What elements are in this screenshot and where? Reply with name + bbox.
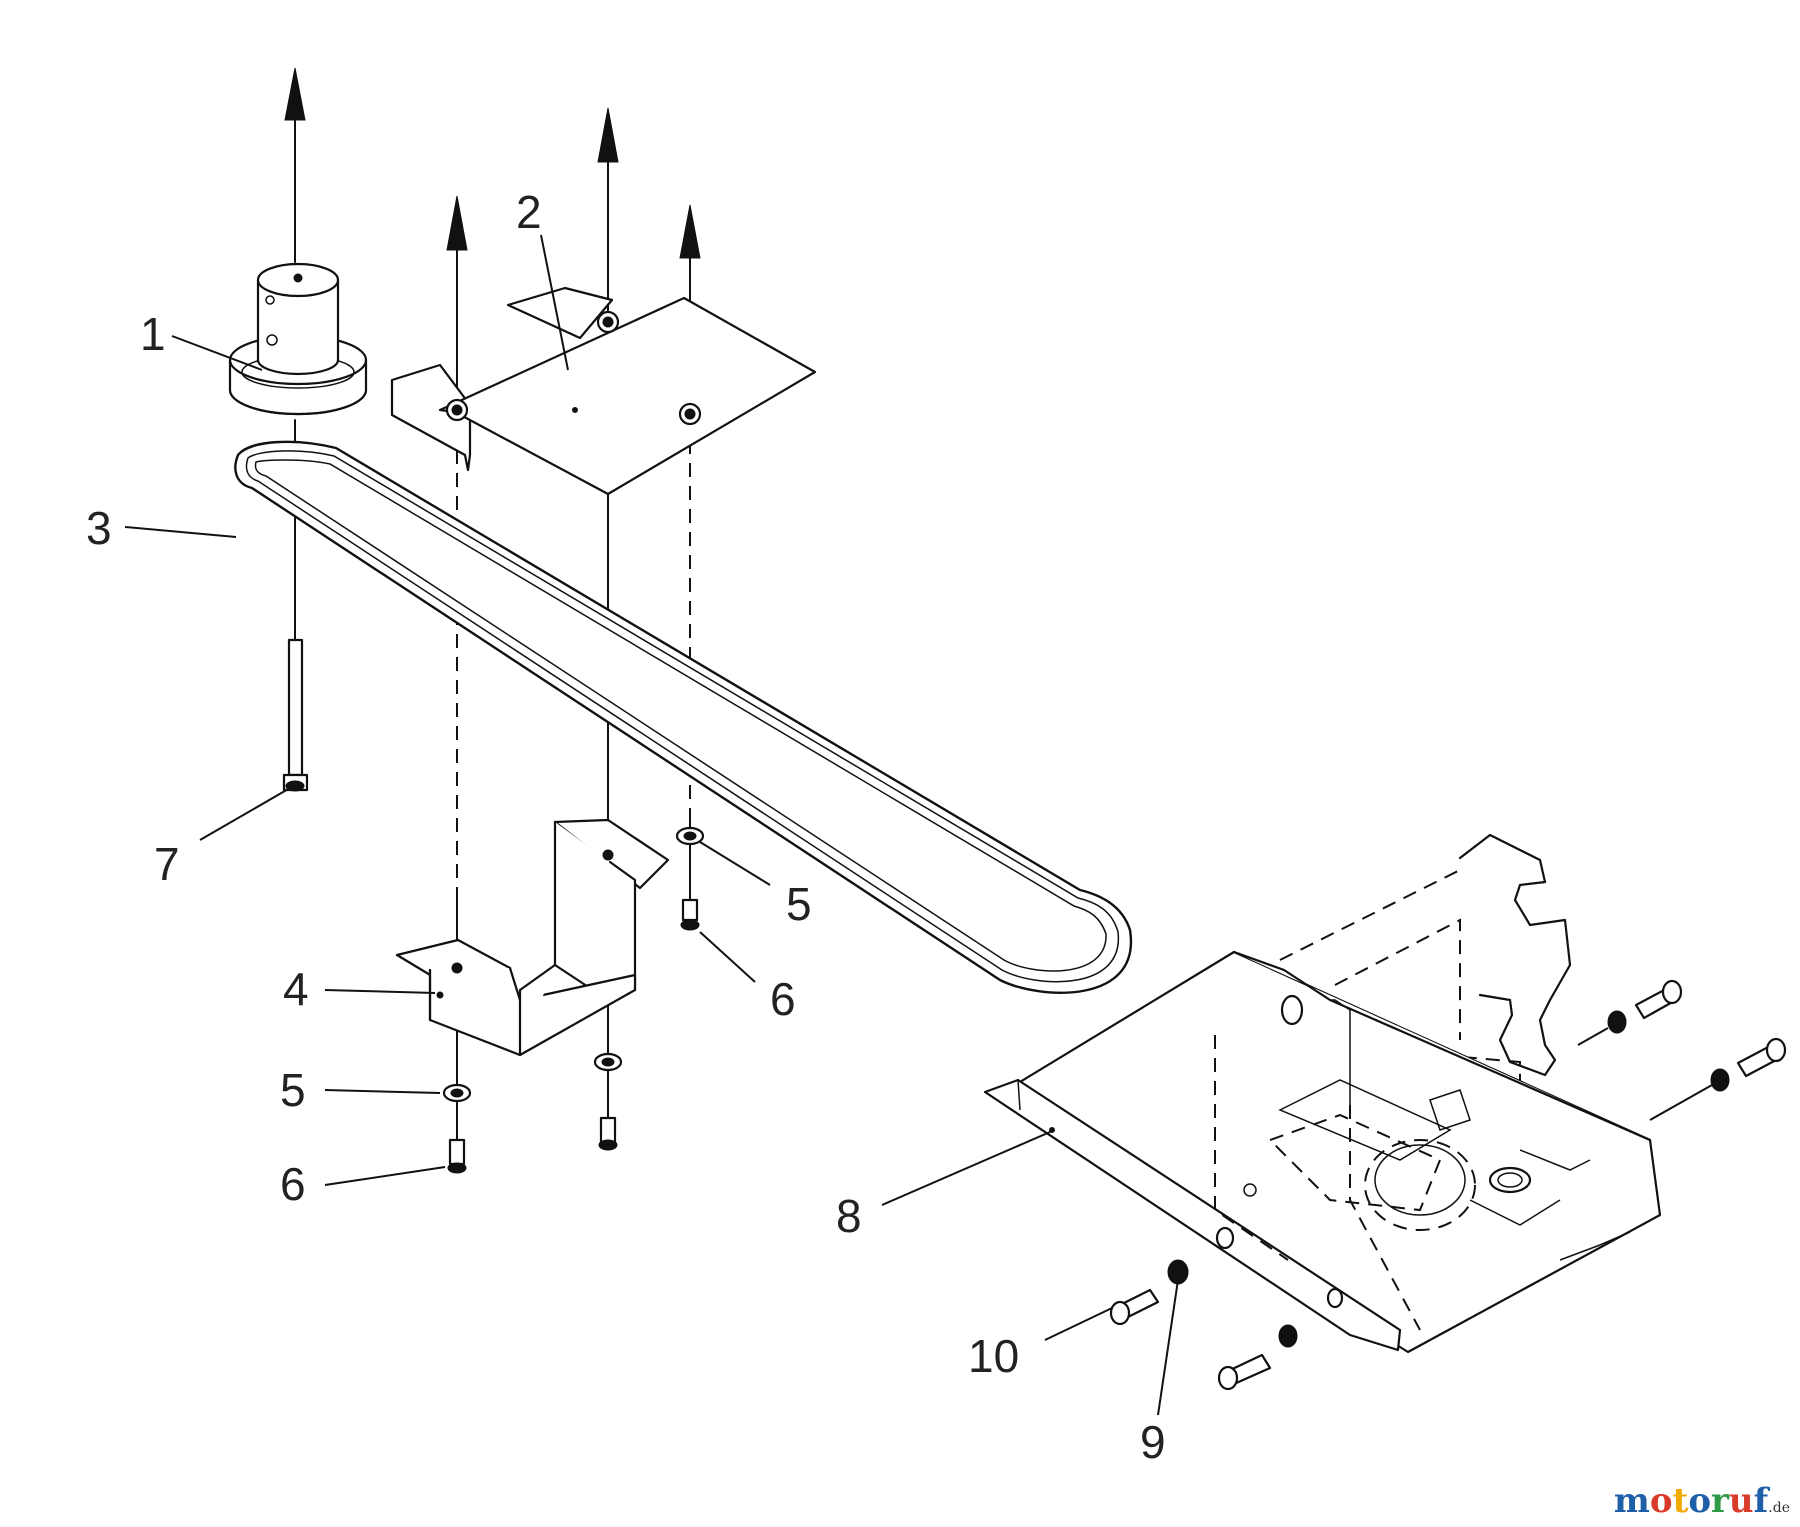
flange-bolt (1217, 1353, 1272, 1391)
flange-bolt (1634, 979, 1683, 1020)
bolt (447, 1138, 467, 1174)
lock-nut (1278, 1324, 1298, 1348)
callout-9: 9 (1140, 1416, 1166, 1468)
callout-8: 8 (836, 1190, 862, 1242)
motoruf-watermark-logo: motoruf.de (1613, 1481, 1790, 1521)
arrow-up-icon (679, 204, 701, 259)
callout-2: 2 (516, 186, 542, 238)
washer (442, 1083, 472, 1103)
pulley (228, 262, 368, 416)
callout-3: 3 (86, 502, 112, 554)
callout-6: 6 (770, 973, 796, 1025)
upper-bracket-plate (390, 286, 817, 496)
assembly-axis-center (597, 107, 619, 1121)
arrow-up-icon (597, 107, 619, 163)
flange-bolt (1736, 1037, 1787, 1078)
lock-nut (1710, 1068, 1730, 1092)
callout-10: 10 (968, 1330, 1019, 1382)
callout-leaders (124, 234, 1179, 1416)
callout-5: 5 (786, 878, 812, 930)
flange-bolt (1109, 1288, 1160, 1326)
washer (675, 826, 705, 846)
lower-u-bracket (395, 818, 670, 1057)
lock-nut (1607, 1010, 1627, 1034)
callout-5: 5 (280, 1064, 306, 1116)
callout-6: 6 (280, 1158, 306, 1210)
arrow-up-icon (446, 195, 468, 251)
callout-4: 4 (283, 963, 309, 1015)
bolt (598, 1116, 618, 1151)
deck-frame (983, 833, 1662, 1354)
long-bolt (282, 638, 309, 792)
callout-7: 7 (154, 838, 180, 890)
callout-1: 1 (140, 308, 166, 360)
drive-belt (234, 440, 1133, 994)
bolt (680, 898, 700, 931)
washer (593, 1052, 623, 1072)
arrow-up-icon (284, 67, 306, 121)
